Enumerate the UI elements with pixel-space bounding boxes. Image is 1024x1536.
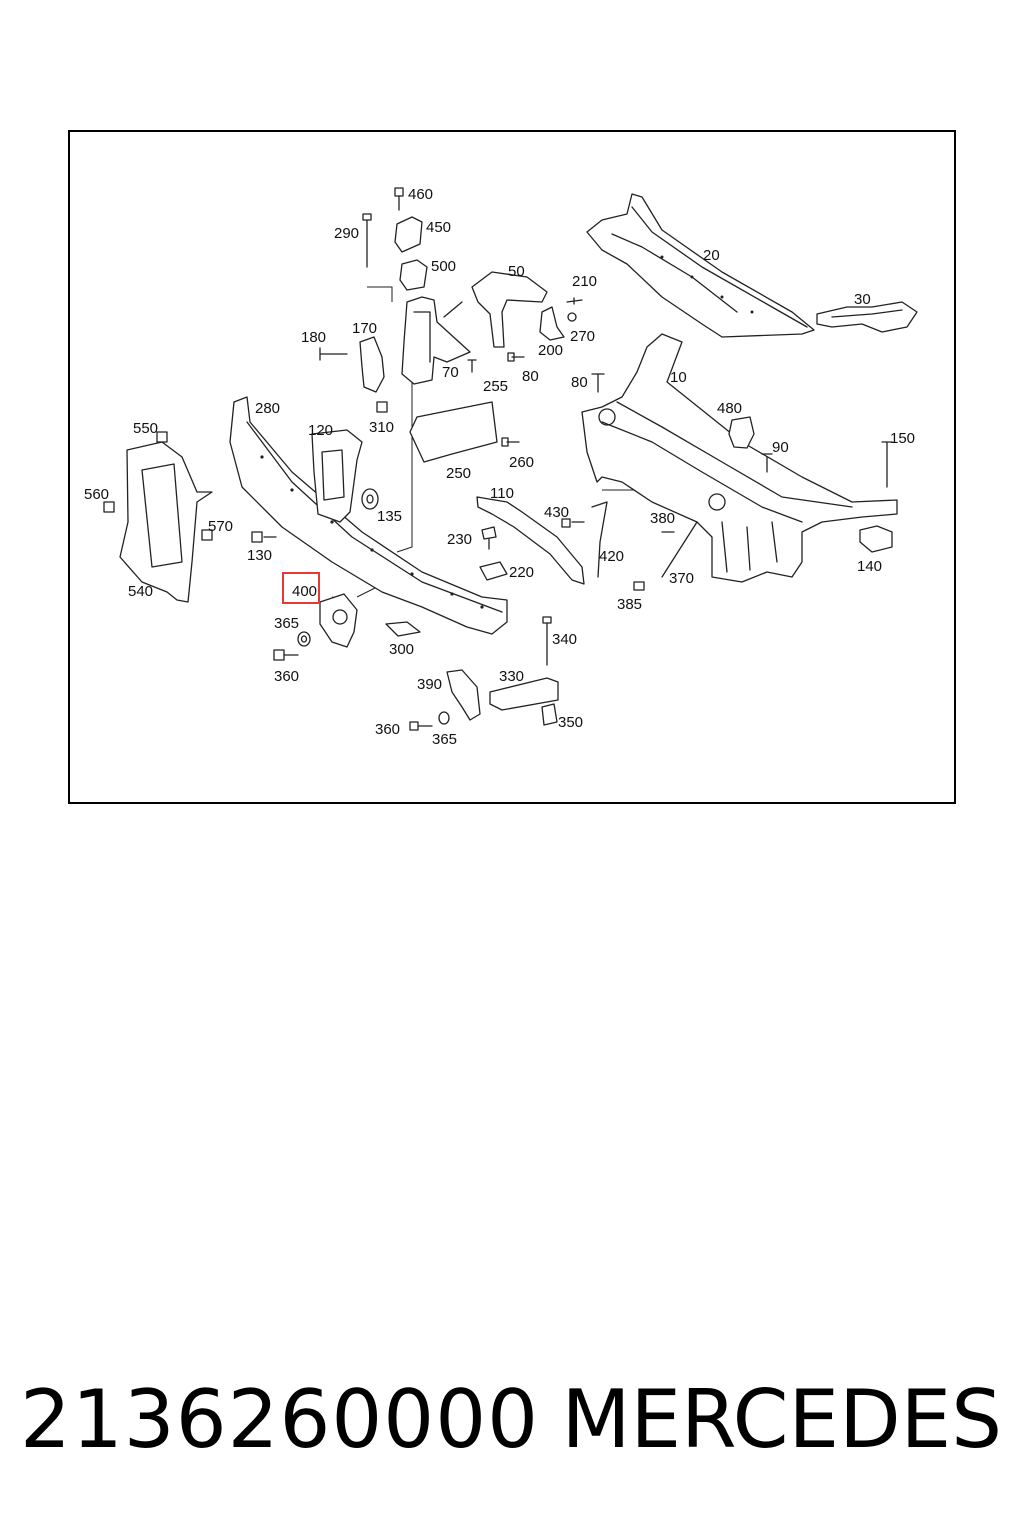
callout-80: 80 (522, 368, 539, 385)
callout-255: 255 (483, 378, 508, 395)
callout-120: 120 (308, 422, 333, 439)
part-340-bolt (542, 616, 552, 666)
callout-500: 500 (431, 258, 456, 275)
callout-270: 270 (570, 328, 595, 345)
part-50-mounting-bracket (471, 271, 548, 348)
callout-20: 20 (703, 247, 720, 264)
callout-540: 540 (128, 583, 153, 600)
brand-name: MERCEDES (561, 1373, 1002, 1466)
callout-450: 450 (426, 219, 451, 236)
callout-280: 280 (255, 400, 280, 417)
part-400-bracket (319, 593, 358, 648)
callout-labels: 460 450 290 500 50 210 20 30 270 200 180… (84, 186, 915, 748)
part-135-grommet (361, 488, 379, 510)
part-250-cover (409, 401, 498, 463)
exploded-parts-diagram: 460 450 290 500 50 210 20 30 270 200 180… (84, 186, 918, 748)
callout-360: 360 (274, 668, 299, 685)
callout-220: 220 (509, 564, 534, 581)
callout-380: 380 (650, 510, 675, 527)
callout-385: 385 (617, 596, 642, 613)
callout-135: 135 (377, 508, 402, 525)
callout-180: 180 (301, 329, 326, 346)
part-70-latch-bracket (401, 296, 471, 385)
callout-130: 130 (247, 547, 272, 564)
part-110-seal-strip (476, 496, 585, 585)
callout-140: 140 (857, 558, 882, 575)
callout-210: 210 (572, 273, 597, 290)
part-120-bracket (311, 429, 363, 523)
callout-330: 330 (499, 668, 524, 685)
callout-110: 110 (490, 485, 514, 502)
callout-350: 350 (558, 714, 583, 731)
part-170-hinge (319, 336, 385, 393)
callout-365b: 365 (432, 731, 457, 748)
callout-340: 340 (552, 631, 577, 648)
callout-420: 420 (599, 548, 624, 565)
callout-230: 230 (447, 531, 472, 548)
part-300-plate (385, 621, 421, 637)
hardware-right (103, 352, 893, 591)
part-200-bracket (539, 297, 583, 341)
callout-310: 310 (369, 419, 394, 436)
callout-10: 10 (670, 369, 687, 386)
callout-170: 170 (352, 320, 377, 337)
part-540-side-panel (119, 441, 213, 603)
callout-570: 570 (208, 518, 233, 535)
callout-200: 200 (538, 342, 563, 359)
part-280-bumper-beam (229, 396, 508, 635)
callout-80b: 80 (571, 374, 588, 391)
part-number: 2136260000 (20, 1373, 539, 1466)
callout-260: 260 (509, 454, 534, 471)
caption-bar: 2136260000 MERCEDES (0, 1360, 1024, 1480)
hardware-lower-left (273, 631, 311, 661)
callout-480: 480 (717, 400, 742, 417)
callout-370: 370 (669, 570, 694, 587)
part-10-lower-frame (581, 333, 898, 583)
part-30-bracket (816, 301, 918, 333)
part-20-upper-cross-member (586, 193, 815, 338)
callout-360b: 360 (375, 721, 400, 738)
callout-460: 460 (408, 186, 433, 203)
callout-30: 30 (854, 291, 871, 308)
hardware-lower-center (409, 669, 559, 731)
callout-365: 365 (274, 615, 299, 632)
callout-430: 430 (544, 504, 569, 521)
callout-550: 550 (133, 420, 158, 437)
callout-400: 400 (292, 583, 317, 600)
callout-90: 90 (772, 439, 789, 456)
hardware-top-center (362, 187, 428, 291)
callout-560: 560 (84, 486, 109, 503)
callout-150: 150 (890, 430, 915, 447)
parts-diagram-frame: 460 450 290 500 50 210 20 30 270 200 180… (68, 130, 956, 804)
callout-290: 290 (334, 225, 359, 242)
highlight-box-400 (282, 572, 320, 604)
callout-50: 50 (508, 263, 525, 280)
callout-390: 390 (417, 676, 442, 693)
callout-70: 70 (442, 364, 459, 381)
callout-300: 300 (389, 641, 414, 658)
callout-250: 250 (446, 465, 471, 482)
